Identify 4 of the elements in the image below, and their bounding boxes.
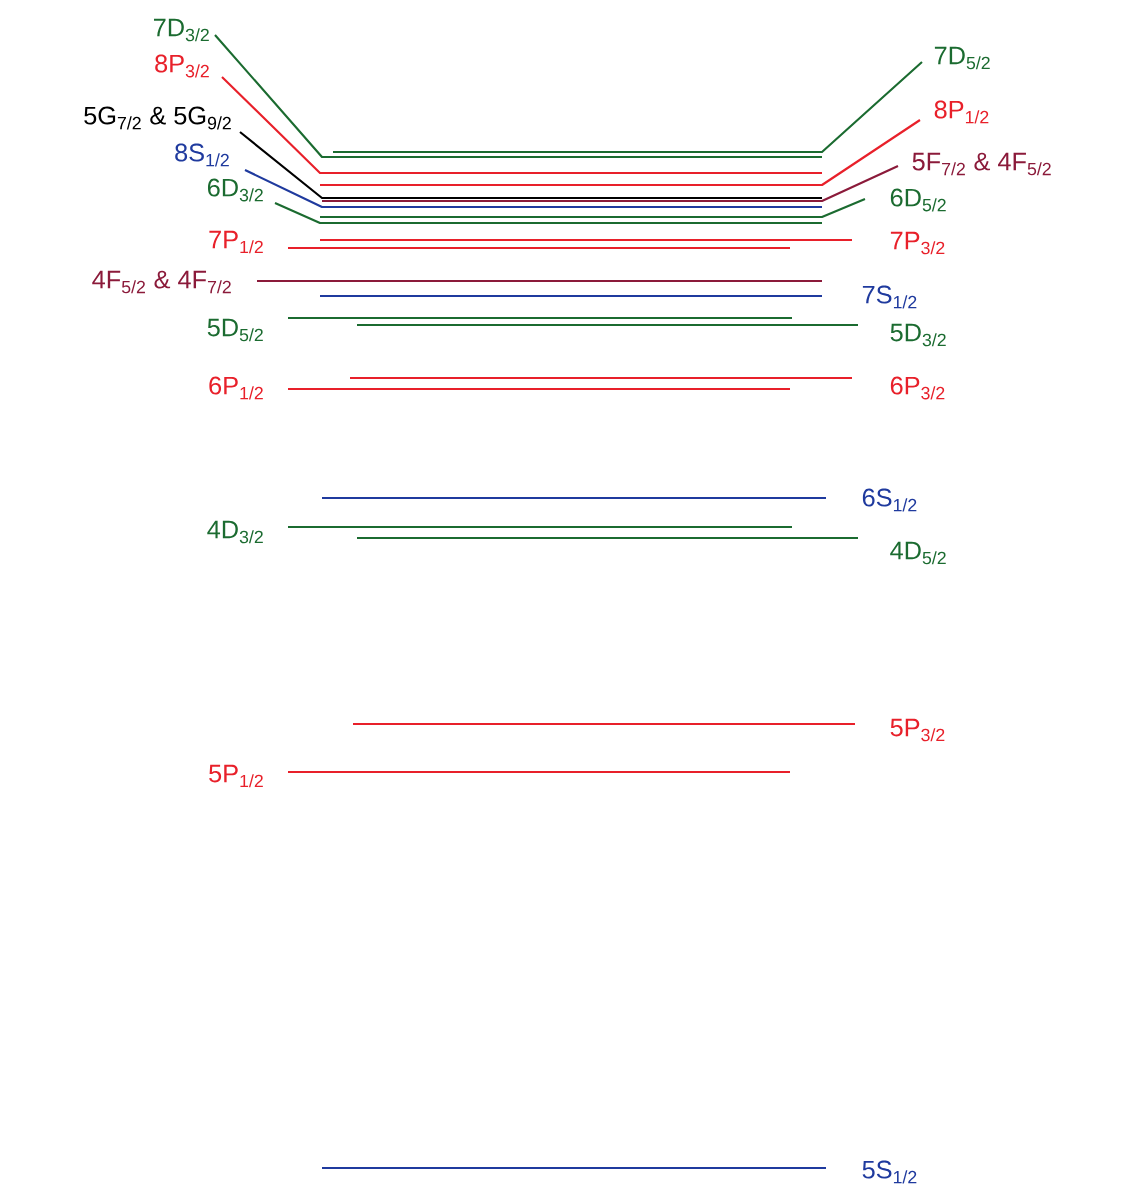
energy-level: 5S$_{1/2}$: [322, 1160, 917, 1184]
energy-level: 5P$_{1/2}$: [209, 764, 790, 788]
energy-level: 6S$_{1/2}$: [322, 488, 917, 512]
energy-level: 5P$_{3/2}$: [353, 718, 945, 742]
